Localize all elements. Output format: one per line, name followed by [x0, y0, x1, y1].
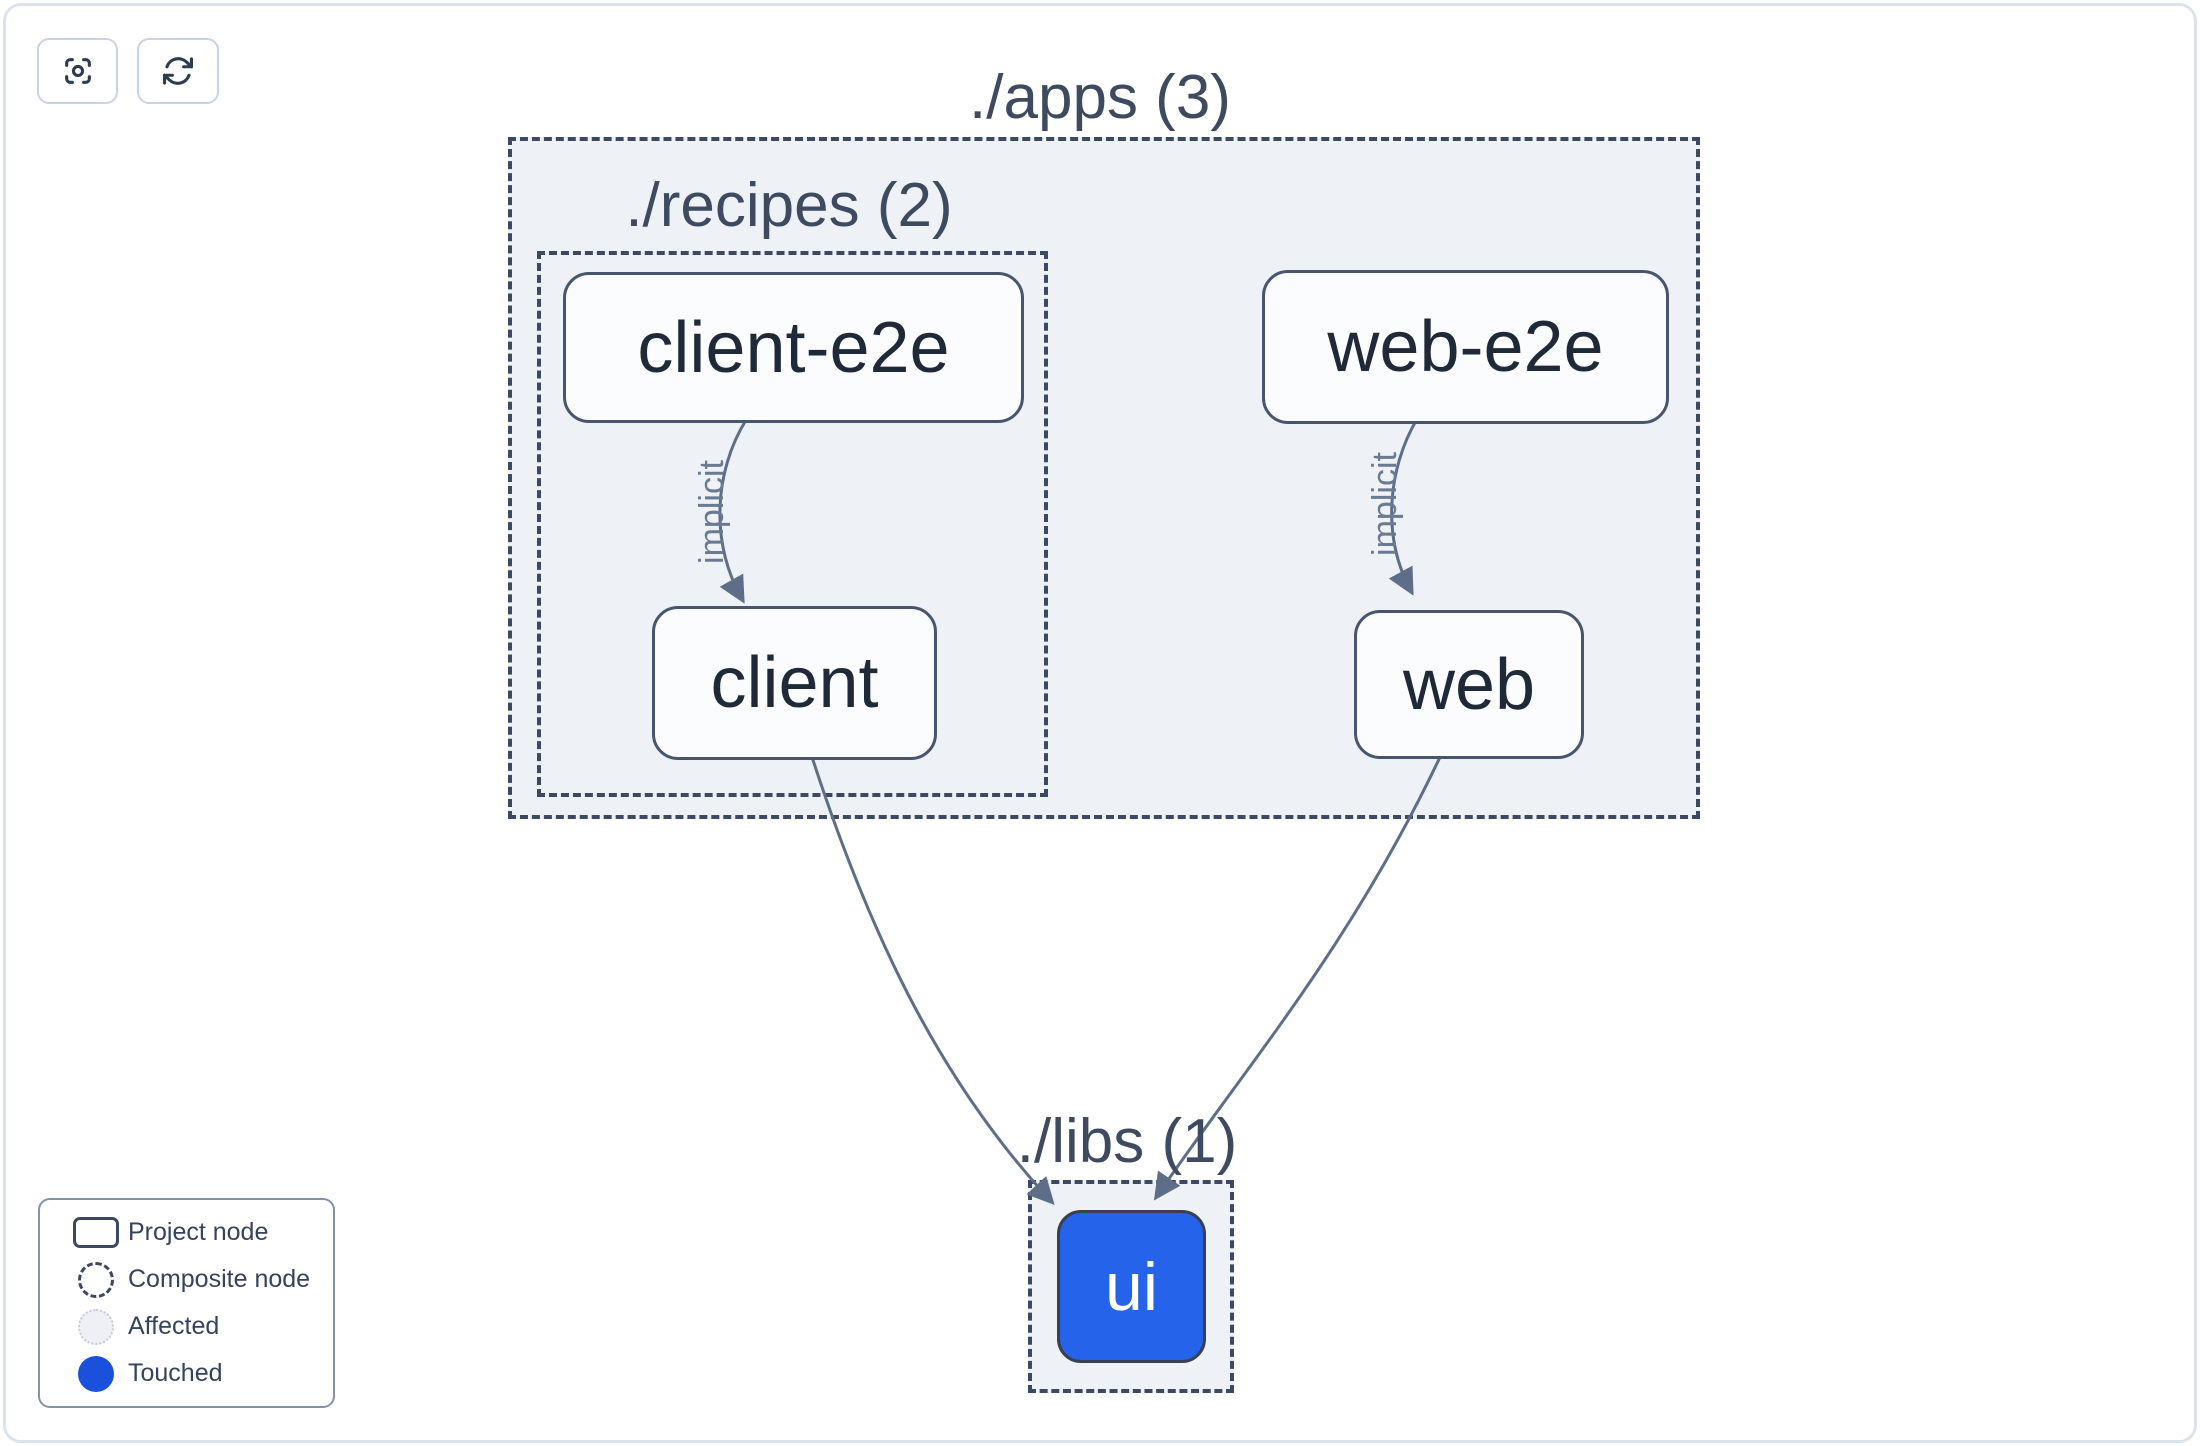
legend-panel: Project node Composite node Affected Tou… — [38, 1198, 335, 1408]
node-client[interactable]: client — [652, 606, 937, 760]
composite-node-swatch — [78, 1261, 114, 1298]
refresh-button[interactable] — [137, 38, 219, 104]
container-label-libs: ./libs (1) — [1016, 1107, 1238, 1176]
legend-label: Affected — [128, 1312, 220, 1340]
legend-item-affected: Affected — [40, 1303, 333, 1350]
legend-item-project-node: Project node — [40, 1209, 333, 1256]
container-label-apps: ./apps (3) — [969, 63, 1231, 132]
node-ui[interactable]: ui — [1057, 1210, 1206, 1363]
touched-swatch — [78, 1355, 114, 1392]
legend-item-composite-node: Composite node — [40, 1256, 333, 1303]
refresh-icon — [161, 54, 195, 88]
edge-client-to-ui — [810, 756, 1055, 1205]
legend-item-touched: Touched — [40, 1350, 333, 1397]
legend-label: Composite node — [128, 1265, 311, 1293]
legend-label: Touched — [128, 1359, 223, 1387]
node-web[interactable]: web — [1354, 610, 1584, 759]
node-web-e2e[interactable]: web-e2e — [1262, 270, 1669, 424]
crosshair-focus-icon — [61, 54, 95, 88]
focus-center-button[interactable] — [37, 38, 118, 104]
affected-swatch — [78, 1308, 114, 1345]
legend-label: Project node — [128, 1218, 269, 1246]
node-client-e2e[interactable]: client-e2e — [563, 272, 1024, 423]
edge-web-to-ui — [1153, 754, 1443, 1201]
project-node-swatch — [73, 1217, 119, 1248]
